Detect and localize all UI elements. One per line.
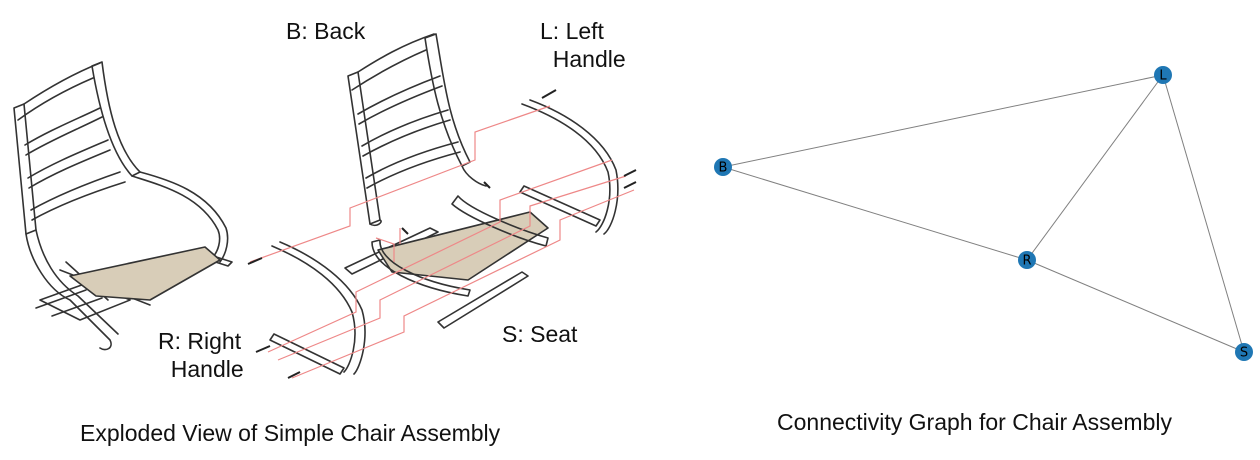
graph-edge-L-R — [1026, 74, 1164, 261]
graph-node-S: S — [1235, 343, 1253, 361]
graph-node-circle — [1154, 66, 1172, 84]
graph-edge-L-S — [1162, 74, 1245, 353]
graph-node-label: R — [1022, 254, 1031, 269]
graph-node-circle — [714, 158, 732, 176]
assembled-chair — [13, 61, 233, 351]
graph-node-label: L — [1159, 69, 1167, 84]
label-back: B: Back — [286, 18, 366, 44]
label-right-handle: R: Right Handle — [158, 328, 244, 382]
graph-node-L: L — [1154, 66, 1172, 84]
label-left-handle: L: Left Handle — [540, 18, 626, 72]
exploded-right-handle-part — [269, 241, 366, 375]
graph-node-label: B — [719, 161, 728, 176]
screws — [247, 89, 637, 379]
graph-node-R: R — [1018, 251, 1036, 269]
exploded-left-handle-part — [519, 99, 619, 235]
graph-node-circle — [1235, 343, 1253, 361]
assembly-guide-lines — [249, 105, 635, 379]
graph-edge-B-L — [722, 74, 1164, 168]
exploded-back-part — [347, 33, 487, 227]
graph-edge-R-S — [1026, 259, 1245, 353]
graph-node-circle — [1018, 251, 1036, 269]
exploded-view-illustration — [13, 33, 637, 379]
graph-node-B: B — [714, 158, 732, 176]
graph-node-label: S — [1240, 346, 1248, 361]
label-seat: S: Seat — [502, 321, 578, 347]
graph-edge-B-R — [722, 166, 1028, 261]
exploded-view-caption: Exploded View of Simple Chair Assembly — [80, 420, 501, 446]
graph-caption: Connectivity Graph for Chair Assembly — [777, 409, 1172, 435]
